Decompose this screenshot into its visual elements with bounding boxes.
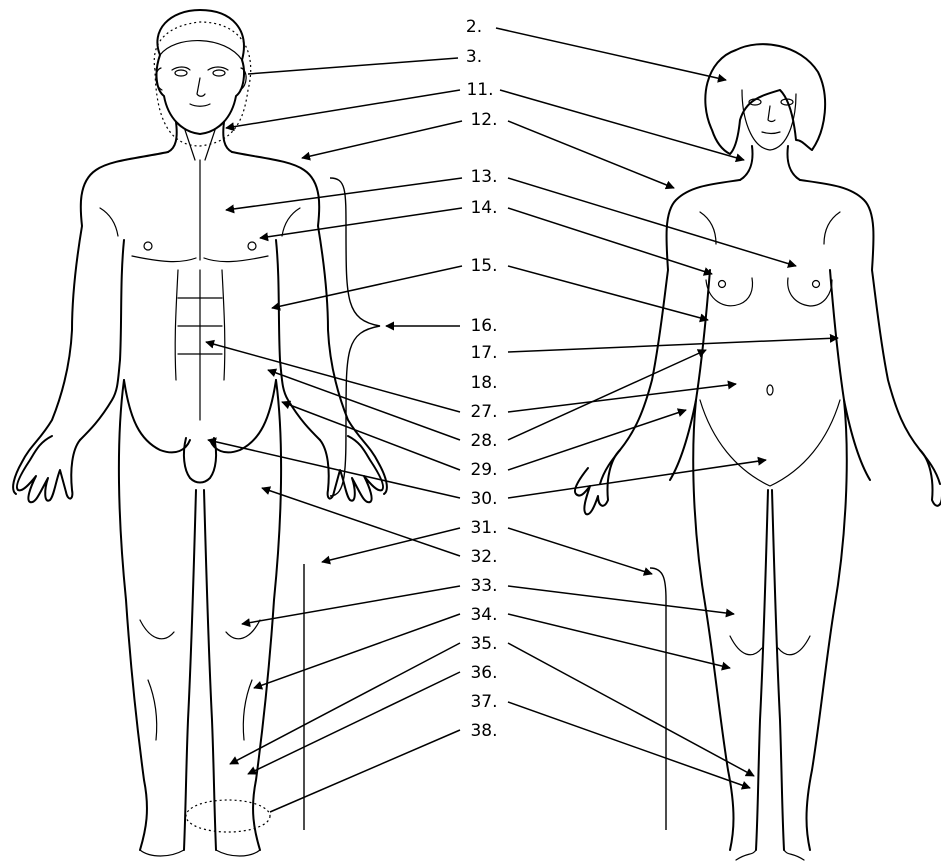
- label-12: 12.: [470, 110, 497, 130]
- male-torso: [13, 152, 168, 494]
- pointer-34-right: [508, 614, 730, 668]
- label-3: 3.: [466, 47, 482, 67]
- pointer-37: [508, 702, 750, 788]
- female-hair: [705, 44, 825, 154]
- label-35: 35.: [470, 634, 497, 654]
- male-head: [157, 10, 244, 134]
- pointer-2: [496, 28, 726, 80]
- label-29: 29.: [470, 460, 497, 480]
- pointer-28-left: [268, 370, 460, 440]
- pointer-15-right: [508, 266, 708, 320]
- pointer-12-right: [508, 121, 674, 188]
- pointer-38: [270, 730, 460, 812]
- label-36: 36.: [470, 663, 497, 683]
- label-34: 34.: [470, 605, 497, 625]
- label-38: 38.: [470, 721, 497, 741]
- label-2: 2.: [466, 17, 482, 37]
- pointer-17: [508, 338, 838, 352]
- pointer-29-right: [508, 410, 686, 470]
- pointer-11-left: [226, 90, 460, 128]
- label-27: 27.: [470, 402, 497, 422]
- label-37: 37.: [470, 692, 497, 712]
- pointer-13-left: [226, 178, 462, 210]
- label-17: 17.: [470, 343, 497, 363]
- label-13: 13.: [470, 167, 497, 187]
- label-11: 11.: [466, 80, 493, 100]
- pointer-33-right: [508, 586, 734, 614]
- female-figure: [575, 44, 941, 860]
- label-16: 16.: [470, 316, 497, 336]
- pointer-28-right: [508, 350, 706, 440]
- label-14: 14.: [470, 198, 497, 218]
- pointer-12-left: [302, 121, 462, 158]
- pointer-15-left: [272, 266, 462, 308]
- pointer-30-right: [508, 460, 766, 498]
- label-15: 15.: [470, 256, 497, 276]
- label-28: 28.: [470, 431, 497, 451]
- label-18: 18.: [470, 373, 497, 393]
- male-figure: [13, 10, 387, 856]
- pointer-14-left: [260, 208, 462, 238]
- pointer-27-left: [206, 342, 460, 412]
- pointer-34-left: [254, 614, 460, 688]
- label-31: 31.: [470, 518, 497, 538]
- pointer-14-right: [508, 208, 712, 274]
- label-32: 32.: [470, 547, 497, 567]
- label-33: 33.: [470, 576, 497, 596]
- label-30: 30.: [470, 489, 497, 509]
- female-torso: [600, 180, 740, 484]
- pointer-32: [262, 488, 460, 556]
- pointer-31-left: [322, 528, 460, 562]
- pointer-36: [248, 672, 460, 774]
- pointer-11-right: [500, 90, 744, 160]
- pointer-35-right: [508, 643, 754, 776]
- pointer-3: [248, 58, 458, 74]
- label-column: 2. 3. 11. 12. 13. 14. 15. 16. 17. 18. 27…: [466, 17, 498, 741]
- pointer-31-right: [508, 528, 652, 574]
